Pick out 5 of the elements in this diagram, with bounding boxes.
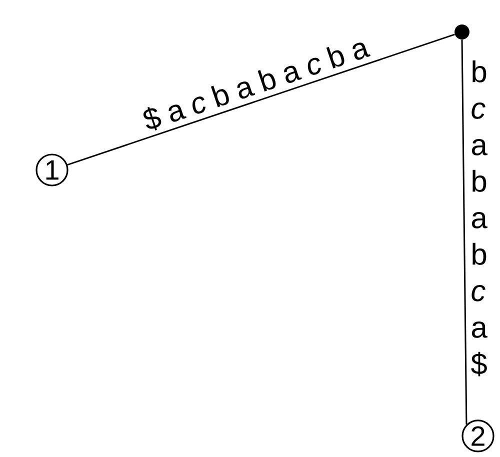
edge-label: $ a c b a b a c b a <box>143 42 370 130</box>
line <box>461 40 468 424</box>
line <box>67 34 455 166</box>
edge-label: b c a b a b c a $ <box>471 60 488 376</box>
dot <box>454 24 470 40</box>
